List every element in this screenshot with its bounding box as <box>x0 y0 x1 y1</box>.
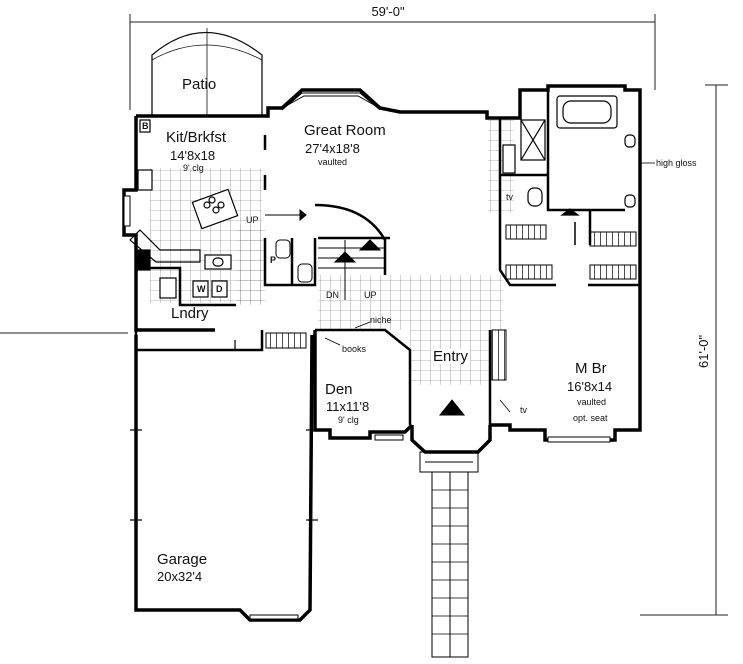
closets <box>265 224 637 381</box>
entry-label: Entry <box>431 348 471 365</box>
dryer-label: D <box>216 284 223 294</box>
dn-note: DN <box>326 290 339 300</box>
den-ceiling: 9' clg <box>338 415 359 425</box>
pantry-label: P <box>270 255 277 265</box>
den-label: Den <box>325 381 353 398</box>
master-label: M Br <box>575 360 607 377</box>
high-gloss-note: high gloss <box>656 158 697 168</box>
up-kitchen-note: UP <box>246 215 259 225</box>
kitchen-size: 14'8x18 <box>170 148 216 163</box>
garage-size: 20x32'4 <box>157 569 203 584</box>
kitchen-fixtures <box>129 119 239 271</box>
stairs <box>265 208 385 300</box>
great-room-ceiling: vaulted <box>318 157 348 167</box>
up-stair-note: UP <box>364 290 377 300</box>
laundry-appliances <box>159 277 228 299</box>
laundry-label: Lndry <box>171 305 209 322</box>
books-note: books <box>342 344 367 354</box>
patio <box>151 28 263 116</box>
great-room-size: 27'4x18'8 <box>305 141 360 156</box>
kitchen-label: Kit/Brkfst <box>166 129 227 146</box>
overall-width-label: 59'-0" <box>371 4 405 19</box>
washer-label: W <box>197 284 206 294</box>
tv-master-note: tv <box>520 405 528 415</box>
niche-note: niche <box>370 315 392 325</box>
broom-closet-label: B <box>142 121 149 131</box>
leaders <box>324 162 655 413</box>
walkway <box>419 399 479 658</box>
master-size: 16'8x14 <box>567 379 613 394</box>
great-room-label: Great Room <box>304 122 386 139</box>
garage-label: Garage <box>157 551 208 568</box>
interior-walls <box>134 90 640 425</box>
bath-fixtures <box>502 95 636 216</box>
dimension-lines <box>0 14 728 616</box>
tv-bath-note: tv <box>506 192 514 202</box>
windows <box>123 92 611 620</box>
den-size: 11x11'8 <box>326 399 370 414</box>
kitchen-ceiling: 9' clg <box>183 163 204 173</box>
overall-depth-label: 61'-0" <box>696 334 711 368</box>
master-ceiling: vaulted <box>577 397 607 407</box>
patio-label: Patio <box>182 76 217 93</box>
opt-seat-note: opt. seat <box>573 413 608 423</box>
garage-details <box>130 340 318 521</box>
